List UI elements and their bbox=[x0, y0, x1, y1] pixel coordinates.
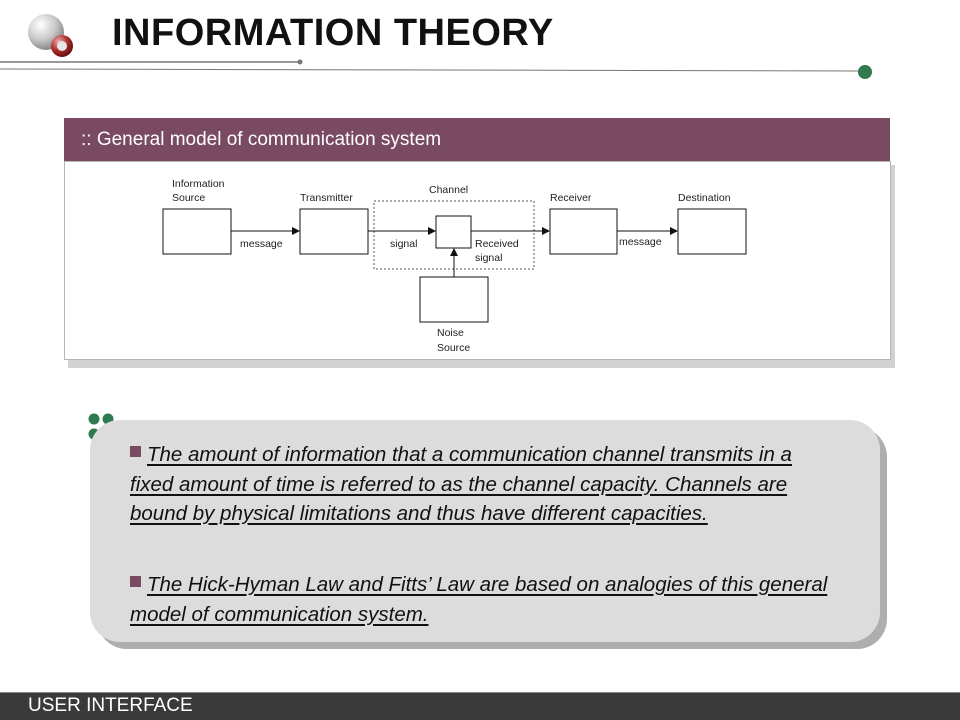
label-receiver: Receiver bbox=[550, 192, 592, 204]
noise-source-box bbox=[419, 276, 489, 323]
channel-box bbox=[435, 215, 472, 249]
label-channel: Channel bbox=[429, 184, 468, 196]
communication-diagram: Information Source Transmitter Channel R… bbox=[162, 178, 747, 354]
header-divider bbox=[0, 59, 872, 79]
label-message-left: message bbox=[240, 238, 283, 250]
transmitter-box bbox=[299, 208, 369, 255]
footer-label: USER INTERFACE bbox=[28, 695, 193, 716]
label-received-signal: Received bbox=[475, 238, 519, 250]
bullet-item: The amount of information that a communi… bbox=[130, 440, 830, 529]
label-noise-source: Noise bbox=[437, 327, 464, 339]
label-transmitter: Transmitter bbox=[300, 192, 353, 204]
label-received-signal-2: signal bbox=[475, 252, 502, 264]
page-title: INFORMATION THEORY bbox=[112, 12, 554, 54]
destination-box bbox=[677, 208, 747, 255]
label-information-source: Information bbox=[172, 178, 225, 190]
logo-spheres-icon bbox=[28, 14, 73, 57]
information-source-box bbox=[162, 208, 232, 255]
bullet-square-icon bbox=[130, 576, 141, 587]
footer-bar bbox=[0, 692, 960, 720]
green-dot-icon bbox=[858, 65, 872, 79]
label-message-right: message bbox=[619, 236, 662, 248]
receiver-box bbox=[549, 208, 618, 255]
bullet-text: The Hick-Hyman Law and Fitts’ Law are ba… bbox=[130, 573, 828, 626]
bullet-square-icon bbox=[130, 446, 141, 457]
bullet-item: The Hick-Hyman Law and Fitts’ Law are ba… bbox=[130, 570, 830, 629]
label-information-source-2: Source bbox=[172, 192, 205, 204]
panel-title: :: General model of communication system bbox=[64, 118, 890, 161]
label-signal: signal bbox=[390, 238, 417, 250]
diagram-panel bbox=[64, 161, 891, 360]
bullet-card bbox=[90, 420, 880, 642]
bullet-text: The amount of information that a communi… bbox=[130, 443, 792, 525]
label-destination: Destination bbox=[678, 192, 731, 204]
label-noise-source-2: Source bbox=[437, 342, 470, 354]
